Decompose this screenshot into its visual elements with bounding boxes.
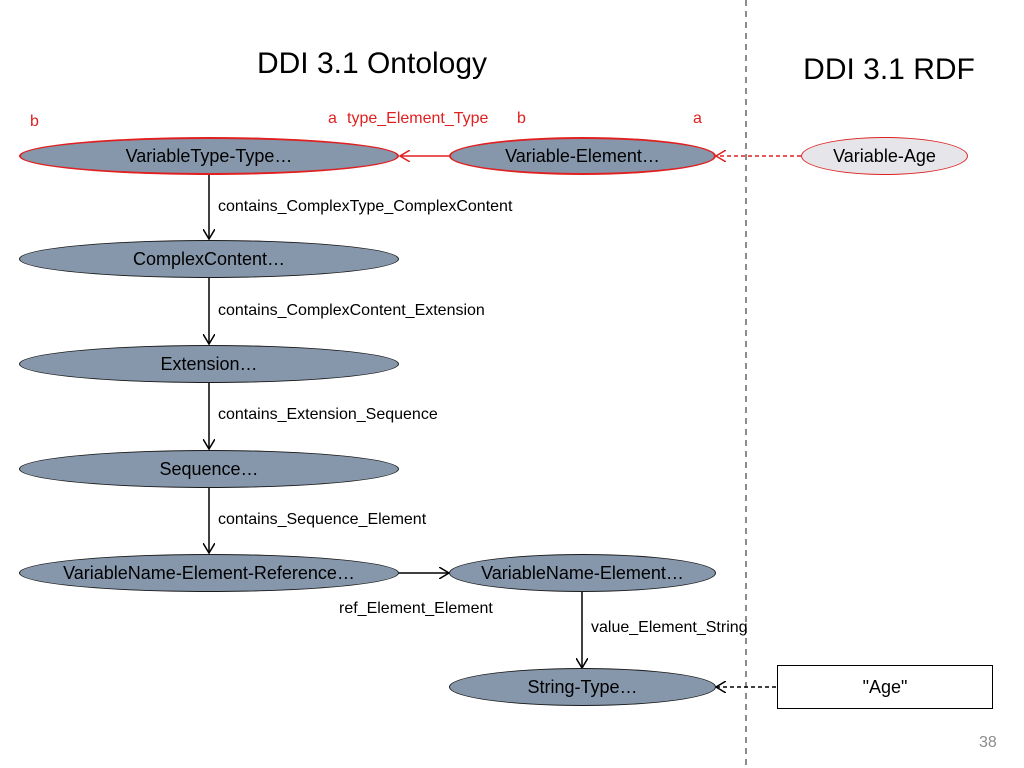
node-variable-age[interactable]: Variable-Age	[801, 137, 968, 175]
edge-label-type-element-type: type_Element_Type	[347, 110, 489, 127]
node-sequence[interactable]: Sequence…	[19, 450, 399, 488]
edge-label-value-element: value_Element_String	[591, 619, 748, 636]
edge-label-contains-complexcontent: contains_ComplexContent_Extension	[218, 302, 485, 319]
node-extension[interactable]: Extension…	[19, 345, 399, 383]
page-number: 38	[979, 734, 997, 751]
node-string-type[interactable]: String-Type…	[449, 668, 716, 706]
node-variable-type[interactable]: VariableType-Type…	[19, 137, 399, 175]
node-variable-name-reference[interactable]: VariableName-Element-Reference…	[19, 554, 399, 592]
marker-b-left: b	[30, 113, 39, 130]
edge-label-ref-element: ref_Element_Element	[339, 600, 493, 617]
node-variable-element[interactable]: Variable-Element…	[449, 137, 716, 175]
edge-label-contains-complextype: contains_ComplexType_ComplexContent	[218, 198, 513, 215]
edge-label-contains-extension: contains_Extension_Sequence	[218, 406, 438, 423]
node-variable-name-element[interactable]: VariableName-Element…	[449, 554, 716, 592]
marker-b-mid: b	[517, 110, 526, 127]
node-complex-content[interactable]: ComplexContent…	[19, 240, 399, 278]
ontology-title: DDI 3.1 Ontology	[256, 47, 488, 80]
marker-a-mid: a	[328, 110, 337, 127]
edge-label-contains-sequence: contains_Sequence_Element	[218, 511, 427, 528]
rdf-title: DDI 3.1 RDF	[803, 53, 975, 86]
marker-a-right: a	[693, 110, 702, 127]
literal-age[interactable]: "Age"	[777, 665, 993, 709]
